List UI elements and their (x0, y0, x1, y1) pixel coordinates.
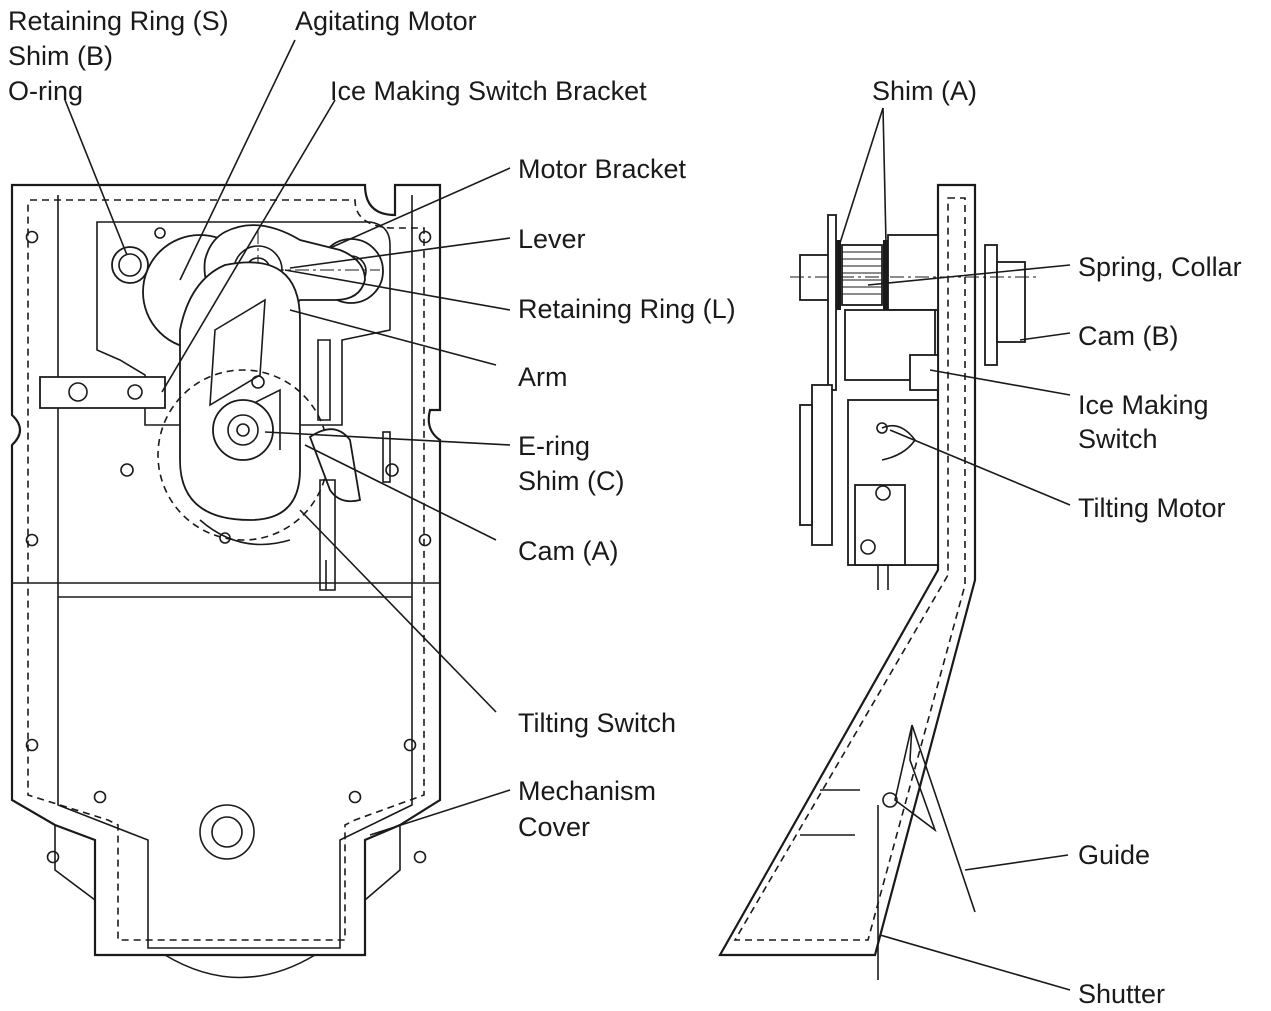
label-guide: Guide (1078, 840, 1150, 870)
ice-making-switch-bracket (39, 376, 166, 409)
switch-terminal (382, 431, 391, 483)
housing-foot-right (364, 825, 401, 901)
label-shim-a: Shim (A) (872, 76, 977, 106)
label-lever: Lever (518, 224, 586, 254)
mount-hole (25, 230, 39, 244)
label-cam-b: Cam (B) (1078, 321, 1179, 351)
e-ring (212, 399, 274, 461)
label-mechanism-cover-line1: Mechanism (518, 776, 656, 806)
drain-plug-inner (211, 816, 243, 848)
screw (251, 375, 265, 389)
switch-screw (875, 485, 891, 501)
label-mechanism-cover-line2: Cover (518, 812, 590, 842)
arm-slot (209, 298, 266, 407)
housing-bottom-dome (164, 954, 316, 979)
leader-lines (64, 39, 1071, 991)
label-retaining-ring-s: Retaining Ring (S) (8, 6, 229, 36)
front-view (10, 183, 442, 979)
labels: Retaining Ring (S) Shim (B) O-ring Agita… (8, 6, 1242, 1009)
mount-hole (25, 738, 39, 752)
screw (120, 463, 134, 477)
label-arm: Arm (518, 362, 568, 392)
tilting-switch (317, 339, 336, 591)
e-ring-center (236, 423, 250, 437)
retaining-ring-s (111, 246, 149, 284)
side-plate-dash (733, 197, 966, 941)
mount-hole (403, 738, 417, 752)
side-plate (718, 183, 977, 957)
drain-plug (199, 804, 255, 860)
spring (841, 244, 883, 306)
label-ice-making-switch-bracket: Ice Making Switch Bracket (330, 76, 647, 106)
screw (154, 227, 166, 239)
label-e-ring: E-ring (518, 431, 590, 461)
tilting-motor-screw (876, 422, 888, 434)
guide (894, 724, 976, 913)
housing-outline (10, 183, 442, 957)
label-shim-c: Shim (C) (518, 466, 625, 496)
label-spring-collar: Spring, Collar (1078, 252, 1242, 282)
tilting-switch-side (854, 484, 906, 566)
bracket-screw (68, 382, 88, 402)
mount-hole (418, 533, 432, 547)
tilting-motor-plate (799, 404, 813, 526)
tilting-motor-bracket (811, 384, 833, 546)
mount-hole (348, 790, 362, 804)
e-ring-inner (227, 414, 259, 446)
housing-inner-frame (57, 195, 413, 949)
cam-b (984, 244, 998, 366)
screw (385, 463, 399, 477)
label-cam-a: Cam (A) (518, 536, 619, 566)
label-motor-bracket: Motor Bracket (518, 154, 687, 184)
label-ice-making-switch-line1: Ice Making (1078, 390, 1209, 420)
label-tilting-switch: Tilting Switch (518, 708, 676, 738)
mount-hole (418, 230, 432, 244)
mount-hole (413, 850, 427, 864)
housing-foot-left (54, 825, 96, 901)
switch-screw (860, 539, 876, 555)
cam-b-hub (996, 261, 1026, 343)
cam-a-lower (199, 519, 291, 546)
mount-plate-upper (827, 214, 837, 391)
label-shim-b: Shim (B) (8, 41, 113, 71)
label-o-ring: O-ring (8, 76, 83, 106)
label-shutter: Shutter (1078, 979, 1165, 1009)
mount-hole (93, 790, 107, 804)
bracket-screw (127, 384, 143, 400)
housing-inner-dash (27, 199, 425, 941)
shim-a-left (836, 240, 841, 310)
label-agitating-motor: Agitating Motor (295, 6, 477, 36)
guide-pivot (882, 792, 898, 808)
o-ring (118, 253, 142, 277)
label-ice-making-switch-line2: Switch (1078, 424, 1158, 454)
spring-coils (842, 251, 882, 295)
mount-hole (25, 533, 39, 547)
arm (179, 261, 301, 521)
mount-hole (46, 850, 60, 864)
ice-making-switch (909, 354, 939, 391)
shim-a-right (883, 240, 888, 310)
label-retaining-ring-l: Retaining Ring (L) (518, 294, 736, 324)
label-tilting-motor: Tilting Motor (1078, 493, 1226, 523)
motor-body (887, 234, 939, 311)
side-view (718, 183, 1040, 980)
